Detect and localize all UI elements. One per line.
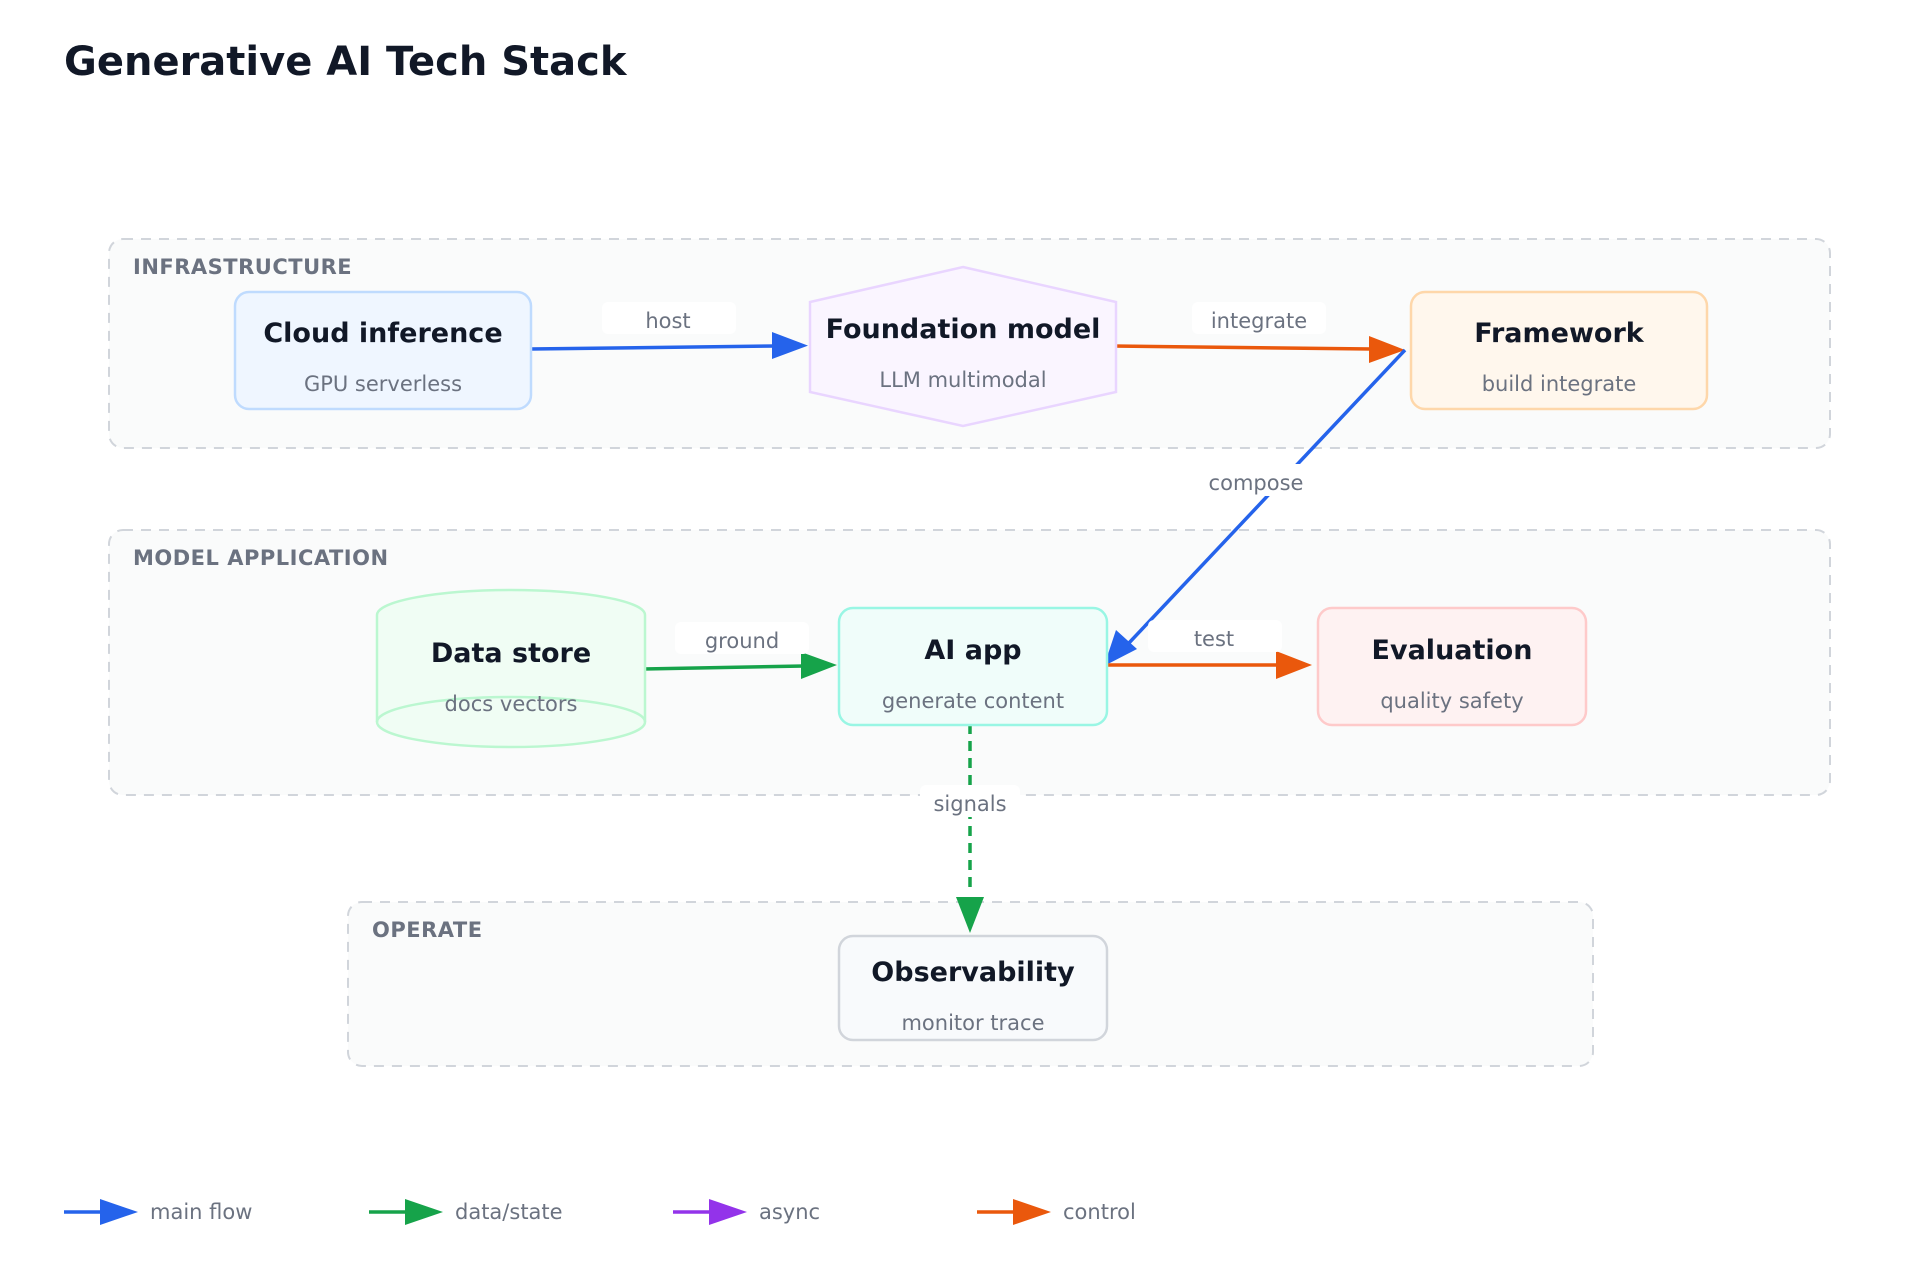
edge-label-compose-bg	[1196, 464, 1316, 496]
edge-label-host: host	[602, 302, 736, 334]
edge-compose-line	[1126, 348, 1407, 646]
edge-label-integrate: integrate	[1192, 302, 1326, 334]
edge-label-host-bg	[602, 302, 736, 334]
node-framework-subtitle: build integrate	[1482, 372, 1637, 396]
node-cloud-inference-box	[233, 290, 533, 411]
node-foundation-model-title: Foundation model	[826, 314, 1101, 345]
legend: main flow data/state async control	[64, 1199, 1136, 1225]
node-framework-box	[1409, 290, 1709, 411]
legend-main-flow-label: main flow	[150, 1200, 252, 1224]
node-ai-app-title: AI app	[924, 635, 1021, 666]
node-ai-app-subtitle: generate content	[882, 689, 1064, 713]
legend-data-state-label: data/state	[455, 1200, 563, 1224]
page-title: Generative AI Tech Stack	[64, 39, 628, 85]
node-ai-app[interactable]: AI app generate content	[837, 606, 1109, 727]
node-observability-box	[837, 934, 1109, 1042]
node-evaluation-box	[1316, 606, 1588, 727]
edge-host-arrowhead	[772, 332, 808, 359]
legend-item-main-flow: main flow	[64, 1199, 252, 1225]
edge-host-line	[529, 344, 777, 351]
edge-compose	[1104, 348, 1407, 666]
edge-label-integrate-bg	[1192, 302, 1326, 334]
node-evaluation-title: Evaluation	[1372, 635, 1533, 666]
node-cloud-inference-title: Cloud inference	[263, 318, 502, 349]
edge-label-integrate-text: integrate	[1211, 309, 1307, 333]
node-data-store[interactable]: Data store docs vectors	[375, 588, 647, 749]
group-model-application-label: MODEL APPLICATION	[133, 546, 389, 570]
edge-signals-arrowhead	[956, 897, 984, 933]
edge-label-ground-bg	[675, 622, 809, 654]
edge-test	[1104, 651, 1312, 679]
legend-control-label: control	[1063, 1200, 1136, 1224]
edge-compose-arrowhead	[1104, 630, 1137, 666]
node-evaluation[interactable]: Evaluation quality safety	[1316, 606, 1588, 727]
edge-test-arrowhead	[1276, 651, 1312, 679]
edge-integrate-arrowhead	[1369, 336, 1405, 363]
legend-async-label: async	[759, 1200, 820, 1224]
edge-integrate	[1111, 336, 1405, 363]
edge-label-ground: ground	[675, 622, 809, 654]
node-foundation-model-subtitle: LLM multimodal	[879, 368, 1046, 392]
group-infrastructure-label: INFRASTRUCTURE	[133, 255, 352, 279]
node-ai-app-box	[837, 606, 1109, 727]
legend-item-control: control	[977, 1199, 1136, 1225]
node-framework[interactable]: Framework build integrate	[1409, 290, 1709, 411]
node-foundation-model-hexagon	[808, 265, 1118, 428]
edge-label-signals-bg	[920, 785, 1020, 817]
node-cloud-inference[interactable]: Cloud inference GPU serverless	[233, 290, 533, 411]
edge-label-test: test	[1148, 620, 1282, 652]
legend-control-arrowhead	[1013, 1199, 1051, 1225]
edge-label-compose: compose	[1196, 464, 1316, 496]
edge-label-signals-text: signals	[933, 792, 1006, 816]
legend-data-state-arrowhead	[405, 1199, 443, 1225]
node-foundation-model[interactable]: Foundation model LLM multimodal	[808, 265, 1118, 428]
node-observability-subtitle: monitor trace	[901, 1011, 1044, 1035]
edge-label-host-text: host	[645, 309, 690, 333]
edge-ground-arrowhead	[801, 652, 837, 679]
node-data-store-subtitle: docs vectors	[445, 692, 578, 716]
legend-item-data-state: data/state	[369, 1199, 563, 1225]
legend-async-arrowhead	[709, 1199, 747, 1225]
legend-item-async: async	[673, 1199, 820, 1225]
edge-label-compose-text: compose	[1209, 471, 1304, 495]
edge-integrate-line	[1111, 344, 1373, 351]
legend-main-flow-arrowhead	[100, 1199, 138, 1225]
node-data-store-cylinder-rim	[375, 695, 647, 723]
edge-ground	[642, 652, 837, 679]
node-cloud-inference-subtitle: GPU serverless	[304, 372, 462, 396]
edge-host	[529, 332, 808, 359]
node-observability[interactable]: Observability monitor trace	[837, 934, 1109, 1042]
node-observability-title: Observability	[871, 957, 1075, 988]
node-data-store-title: Data store	[431, 638, 591, 669]
edge-label-signals: signals	[920, 785, 1020, 817]
node-evaluation-subtitle: quality safety	[1380, 689, 1523, 713]
edge-ground-line	[642, 664, 805, 671]
node-framework-title: Framework	[1474, 318, 1645, 349]
edge-label-test-text: test	[1194, 627, 1234, 651]
edge-label-test-bg	[1148, 620, 1282, 652]
group-operate-label: OPERATE	[372, 918, 483, 942]
edge-label-ground-text: ground	[705, 629, 779, 653]
